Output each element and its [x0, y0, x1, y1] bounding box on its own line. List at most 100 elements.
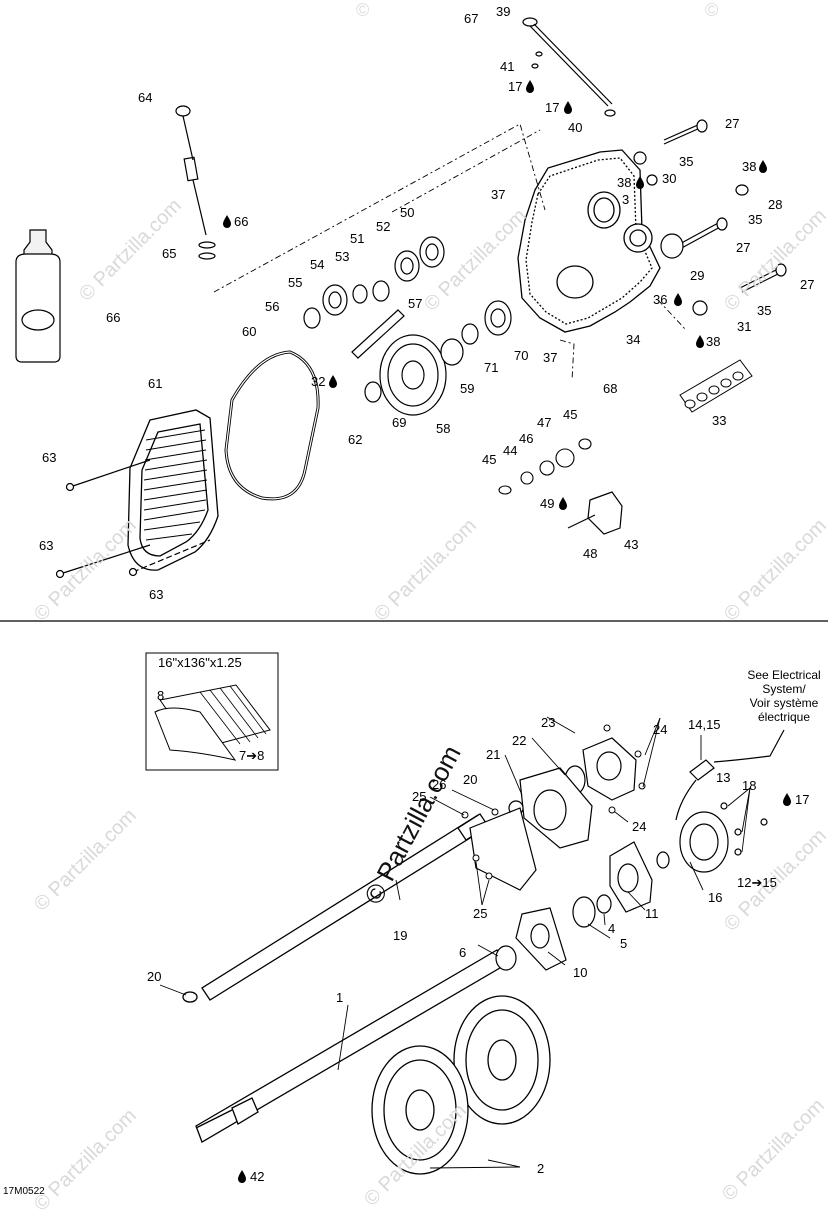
callout-26: 26 [432, 777, 447, 792]
callout-7-8: 7➔8 [239, 748, 265, 763]
chaincase-housing [517, 149, 661, 333]
housing-bolts [633, 119, 787, 316]
electrical-note-line: Voir système [749, 696, 819, 710]
callout-25: 25 [412, 789, 427, 804]
callout-11: 11 [645, 906, 659, 921]
callout-17: 17 [795, 792, 810, 807]
diagram-code: 17M0522 [3, 1186, 45, 1197]
callout-63: 63 [39, 538, 54, 553]
callout-20: 20 [463, 772, 478, 787]
watermark-corner: © [356, 0, 370, 20]
callout-2: 2 [537, 1161, 545, 1176]
long-bolt [522, 17, 616, 117]
callout-13: 13 [716, 770, 731, 785]
gasket [224, 350, 320, 501]
callout-5: 5 [620, 936, 628, 951]
callout-17: 17 [545, 100, 560, 115]
callout-27: 27 [800, 277, 815, 292]
callout-70: 70 [514, 348, 529, 363]
callout-37: 37 [491, 187, 506, 202]
callout-36: 36 [653, 292, 668, 307]
track-sprockets [371, 995, 551, 1175]
callout-23: 23 [541, 715, 556, 730]
callout-46: 46 [519, 431, 534, 446]
watermark-corner: © [705, 0, 719, 20]
callout-25: 25 [473, 906, 488, 921]
callout-21: 21 [486, 747, 501, 762]
callout-44: 44 [503, 443, 518, 458]
callout-19: 19 [393, 928, 408, 943]
callout-30: 30 [662, 171, 677, 186]
callout-58: 58 [436, 421, 451, 436]
callout-33: 33 [712, 413, 727, 428]
tensioner-block [587, 491, 623, 535]
callout-48: 48 [583, 546, 598, 561]
callout-24: 24 [632, 819, 647, 834]
callout-8: 8 [157, 688, 165, 703]
callout-51: 51 [350, 231, 365, 246]
small-gear [303, 284, 348, 329]
bearings [352, 236, 512, 403]
callout-56: 56 [265, 299, 280, 314]
callout-40: 40 [568, 120, 583, 135]
callout-16: 16 [708, 890, 723, 905]
callout-17: 17 [508, 79, 523, 94]
callout-4: 4 [608, 921, 616, 936]
callout-38: 38 [742, 159, 757, 174]
jackshaft [182, 813, 489, 1003]
callout-12-15: 12➔15 [737, 875, 777, 890]
callout-27: 27 [736, 240, 751, 255]
callout-54: 54 [310, 257, 325, 272]
callout-63: 63 [149, 587, 164, 602]
bearing-housings [469, 737, 670, 971]
callout-65: 65 [162, 246, 177, 261]
callout-38: 38 [706, 334, 721, 349]
callout-35: 35 [679, 154, 694, 169]
callout-3: 3 [622, 192, 630, 207]
callout-18: 18 [742, 778, 757, 793]
callout-66: 66 [234, 214, 249, 229]
callout-1: 1 [336, 990, 344, 1005]
callout-27: 27 [725, 116, 740, 131]
callout-39: 39 [496, 4, 511, 19]
electrical-note-line: électrique [757, 710, 811, 724]
callout-35: 35 [748, 212, 763, 227]
callout-67: 67 [464, 11, 479, 26]
cover-bolts [55, 459, 211, 579]
callout-53: 53 [335, 249, 350, 264]
oil-bottle [15, 229, 61, 363]
callout-49: 49 [540, 496, 555, 511]
callout-38: 38 [617, 175, 632, 190]
dipstick [175, 105, 216, 260]
callout-32: 32 [311, 374, 326, 389]
callout-24: 24 [653, 722, 668, 737]
electrical-note-line: See Electrical [747, 668, 821, 682]
callout-61: 61 [148, 376, 163, 391]
callout-20: 20 [147, 969, 162, 984]
track-illustration [154, 684, 271, 761]
callout-55: 55 [288, 275, 303, 290]
callout-42: 42 [250, 1169, 265, 1184]
electrical-note-line: System/ [762, 682, 806, 696]
shim-washers [679, 359, 753, 413]
callout-22: 22 [512, 733, 527, 748]
chain [351, 309, 405, 359]
sensor-housing [675, 729, 785, 873]
callout-34: 34 [626, 332, 641, 347]
callout-14-15: 14,15 [688, 717, 721, 732]
callout-69: 69 [392, 415, 407, 430]
callout-66: 66 [106, 310, 121, 325]
callout-35: 35 [757, 303, 772, 318]
callout-50: 50 [400, 205, 415, 220]
callout-60: 60 [242, 324, 257, 339]
callout-41: 41 [500, 59, 515, 74]
callout-71: 71 [484, 360, 499, 375]
callout-6: 6 [459, 945, 467, 960]
callout-63: 63 [42, 450, 57, 465]
callout-10: 10 [573, 965, 588, 980]
large-gear [379, 334, 447, 416]
callout-59: 59 [460, 381, 475, 396]
callout-45: 45 [563, 407, 578, 422]
track-size-label: 16"x136"x1.25 [158, 655, 242, 670]
